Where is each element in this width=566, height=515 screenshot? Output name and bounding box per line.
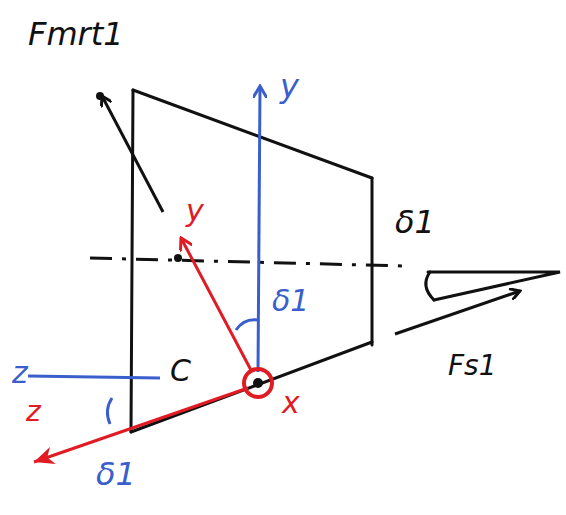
- axis-label: y: [186, 196, 204, 226]
- angle-label: δ1: [96, 458, 136, 490]
- point-dot: [174, 254, 182, 262]
- axis-arrow: [34, 388, 248, 462]
- angle-label: δ1: [395, 206, 435, 238]
- plate-edge: [131, 90, 133, 432]
- force-label: Fmrt1: [28, 18, 124, 50]
- axis-label: y: [280, 70, 299, 102]
- axis-label: x: [282, 388, 300, 418]
- angle-label: δ1: [272, 286, 309, 316]
- angle-arc: [107, 398, 112, 424]
- force-arrow: [102, 96, 163, 212]
- axis-label: z: [12, 358, 28, 388]
- force-label: Fs1: [448, 352, 497, 380]
- plate-outline: [131, 90, 372, 432]
- axis-circle: [244, 369, 272, 397]
- plate-edge: [131, 342, 372, 432]
- axis-line: [28, 376, 160, 378]
- axis-label: z: [26, 398, 41, 426]
- cone-line: [428, 272, 560, 300]
- cone-arc: [426, 272, 434, 300]
- axis-arrow: [258, 86, 260, 372]
- force-dot: [96, 92, 104, 100]
- plate-edge: [133, 90, 372, 178]
- point-label: C: [170, 356, 191, 386]
- force-arrow: [395, 291, 520, 334]
- angle-arc: [236, 320, 258, 330]
- plate-edge: [371, 178, 374, 345]
- axis-arrow: [181, 238, 252, 372]
- axis-dot: [253, 378, 263, 388]
- force-cone: [426, 272, 560, 300]
- centre-line: [90, 258, 405, 266]
